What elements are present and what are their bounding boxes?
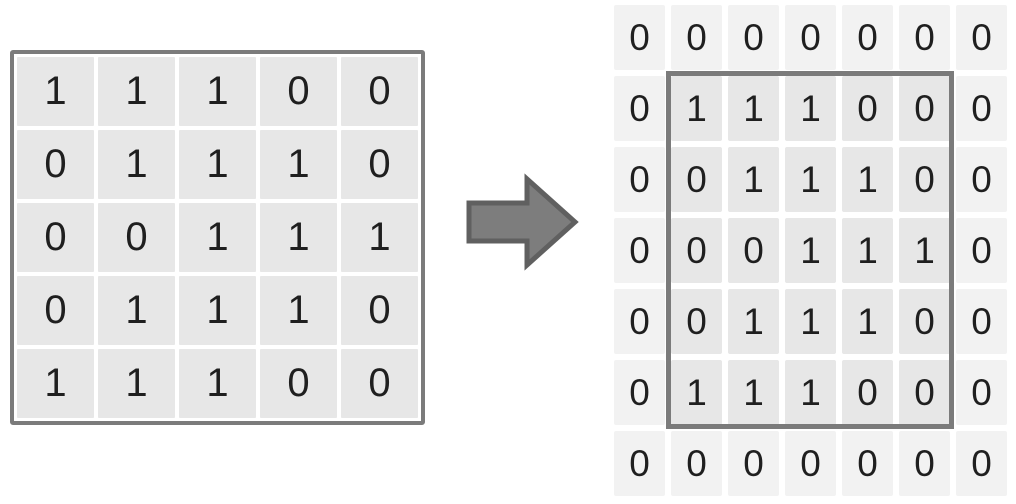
padding-cell-r4c0: 0: [614, 289, 665, 354]
matrix-cell-r2c2: 1: [179, 203, 256, 272]
inner-cell-r4c5: 0: [899, 289, 950, 354]
matrix-cell-r0c1: 1: [98, 57, 175, 126]
matrix-cell-r2c1: 0: [98, 203, 175, 272]
inner-cell-r5c2: 1: [728, 360, 779, 425]
matrix-cell-r0c4: 0: [341, 57, 418, 126]
padding-cell-r0c2: 0: [728, 5, 779, 70]
inner-cell-r3c2: 0: [728, 218, 779, 283]
matrix-cell-r3c2: 1: [179, 276, 256, 345]
padding-cell-r1c6: 0: [956, 76, 1007, 141]
padding-cell-r0c0: 0: [614, 5, 665, 70]
inner-cell-r4c4: 1: [842, 289, 893, 354]
matrix-cell-r0c0: 1: [17, 57, 94, 126]
matrix-cell-r1c4: 0: [341, 130, 418, 199]
matrix-cell-r2c4: 1: [341, 203, 418, 272]
padding-cell-r4c6: 0: [956, 289, 1007, 354]
matrix-cell-r3c3: 1: [260, 276, 337, 345]
inner-cell-r5c1: 1: [671, 360, 722, 425]
inner-cell-r2c2: 1: [728, 147, 779, 212]
padding-cell-r6c2: 0: [728, 431, 779, 496]
matrix-cell-r2c0: 0: [17, 203, 94, 272]
matrix-cell-r1c0: 0: [17, 130, 94, 199]
padding-cell-r2c0: 0: [614, 147, 665, 212]
padding-cell-r5c6: 0: [956, 360, 1007, 425]
padding-cell-r3c0: 0: [614, 218, 665, 283]
inner-cell-r1c5: 0: [899, 76, 950, 141]
padding-cell-r0c4: 0: [842, 5, 893, 70]
inner-cell-r2c4: 1: [842, 147, 893, 212]
inner-cell-r3c5: 1: [899, 218, 950, 283]
matrix-cell-r3c1: 1: [98, 276, 175, 345]
inner-cell-r3c3: 1: [785, 218, 836, 283]
matrix-cell-r4c1: 1: [98, 349, 175, 418]
matrix-cell-r4c3: 0: [260, 349, 337, 418]
inner-cell-r3c1: 0: [671, 218, 722, 283]
padding-cell-r6c3: 0: [785, 431, 836, 496]
padding-cell-r0c3: 0: [785, 5, 836, 70]
inner-cell-r3c4: 1: [842, 218, 893, 283]
inner-cell-r2c3: 1: [785, 147, 836, 212]
padding-cell-r6c1: 0: [671, 431, 722, 496]
matrix-cell-r3c4: 0: [341, 276, 418, 345]
inner-cell-r2c1: 0: [671, 147, 722, 212]
matrix-cell-r2c3: 1: [260, 203, 337, 272]
inner-cell-r4c3: 1: [785, 289, 836, 354]
inner-cell-r4c1: 0: [671, 289, 722, 354]
padding-cell-r6c0: 0: [614, 431, 665, 496]
padding-cell-r0c1: 0: [671, 5, 722, 70]
padding-cell-r3c6: 0: [956, 218, 1007, 283]
padding-cell-r5c0: 0: [614, 360, 665, 425]
matrix-cell-r4c0: 1: [17, 349, 94, 418]
padding-cell-r6c4: 0: [842, 431, 893, 496]
padding-cell-r0c5: 0: [899, 5, 950, 70]
matrix-cell-r4c2: 1: [179, 349, 256, 418]
padding-cell-r1c0: 0: [614, 76, 665, 141]
inner-cell-r1c4: 0: [842, 76, 893, 141]
inner-cell-r1c1: 1: [671, 76, 722, 141]
inner-cell-r1c3: 1: [785, 76, 836, 141]
inner-cell-r5c5: 0: [899, 360, 950, 425]
matrix-cell-r1c2: 1: [179, 130, 256, 199]
padding-cell-r2c6: 0: [956, 147, 1007, 212]
inner-cell-r2c5: 0: [899, 147, 950, 212]
transform-arrow: [465, 172, 579, 272]
matrix-cell-r1c3: 1: [260, 130, 337, 199]
padding-cell-r6c6: 0: [956, 431, 1007, 496]
right-arrow-icon: [466, 173, 579, 271]
matrix-cell-r0c2: 1: [179, 57, 256, 126]
matrix-cell-r3c0: 0: [17, 276, 94, 345]
inner-cell-r4c2: 1: [728, 289, 779, 354]
matrix-cell-r0c3: 0: [260, 57, 337, 126]
matrix-cell-r1c1: 1: [98, 130, 175, 199]
padding-cell-r6c5: 0: [899, 431, 950, 496]
inner-cell-r1c2: 1: [728, 76, 779, 141]
matrix-cell-r4c4: 0: [341, 349, 418, 418]
inner-cell-r5c3: 1: [785, 360, 836, 425]
inner-cell-r5c4: 0: [842, 360, 893, 425]
padding-cell-r0c6: 0: [956, 5, 1007, 70]
